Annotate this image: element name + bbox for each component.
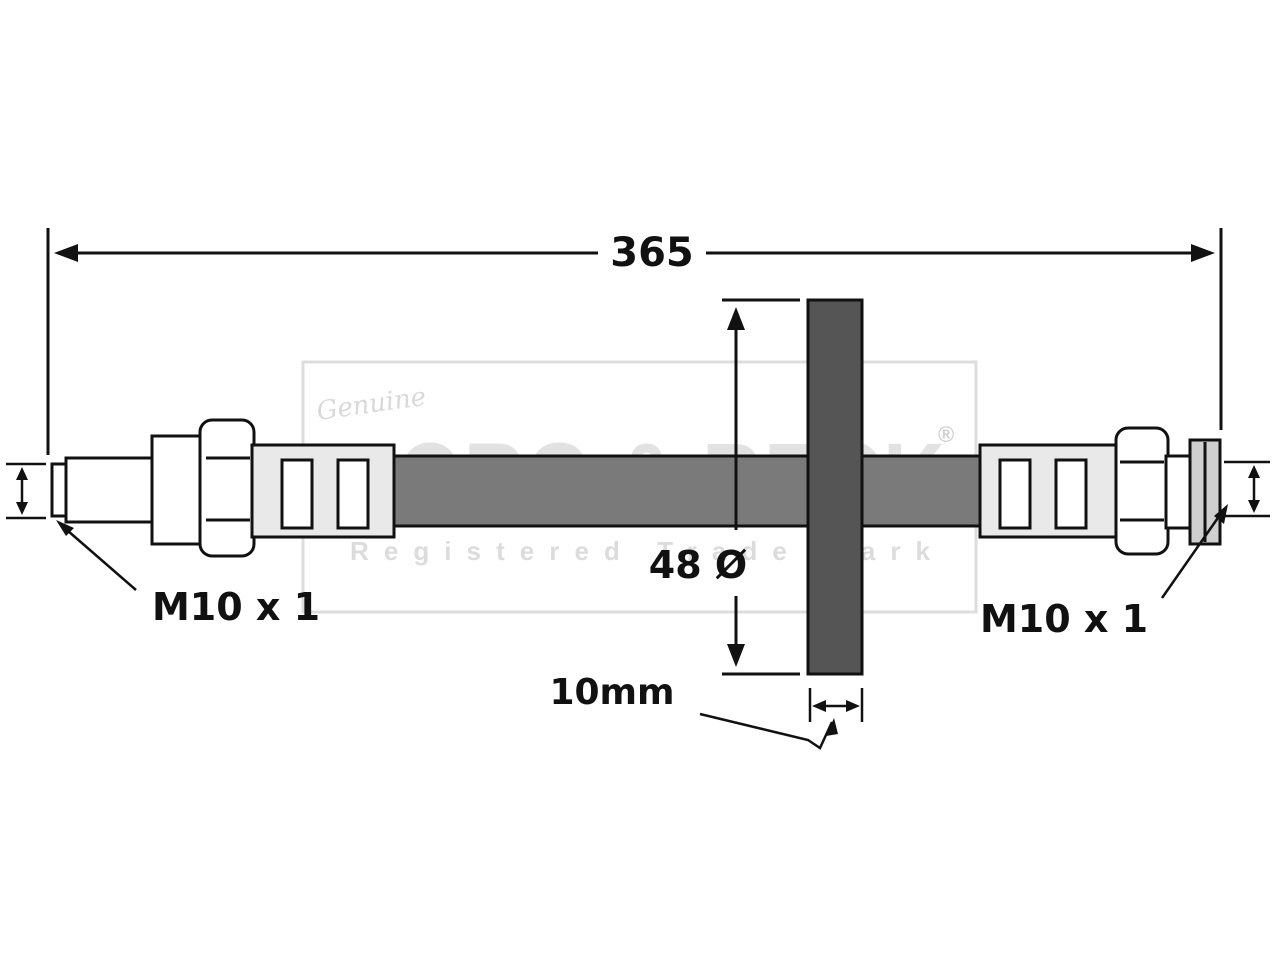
- left-crimp-band-2: [336, 458, 370, 530]
- length-arrow-right: [1191, 244, 1215, 262]
- right-thread-leader-arrow: [1214, 504, 1228, 524]
- left-crimp-band-1: [280, 458, 314, 530]
- left-hex-nut: [198, 418, 256, 558]
- diameter-arrow-top: [727, 307, 745, 330]
- overall-length-dimension: [46, 228, 1223, 455]
- thickness-leader-arrow: [826, 718, 838, 736]
- left-thread-arrow-top: [16, 467, 28, 480]
- right-crimp-band-2: [1054, 458, 1088, 530]
- thickness-arrow-right: [846, 700, 860, 712]
- right-thread-dimension: [1160, 460, 1270, 599]
- overall-length-label: 365: [610, 230, 694, 276]
- right-neck: [1164, 454, 1194, 530]
- watermark-registered-symbol: ®: [938, 422, 954, 447]
- left-crimp-ferrule: [250, 443, 396, 539]
- bracket-thickness-dimension: [699, 688, 864, 750]
- thickness-leader: [699, 712, 834, 750]
- hose-body: [390, 454, 984, 528]
- right-thread-label: M10 x 1: [980, 597, 1148, 641]
- right-hex-nut: [1114, 426, 1170, 556]
- left-fitting: [50, 418, 396, 558]
- bracket-thickness-label: 10mm: [549, 672, 674, 713]
- bracket-diameter-label: 48 Ø: [649, 543, 747, 587]
- mounting-bracket: [806, 298, 864, 676]
- length-arrow-left: [54, 244, 78, 262]
- left-thread-arrow-bottom: [16, 502, 28, 515]
- left-collar: [150, 434, 204, 546]
- left-thread-leader: [59, 523, 137, 591]
- left-thread-dimension: [6, 462, 137, 591]
- diameter-arrow-bottom: [727, 644, 745, 667]
- left-thread-label: M10 x 1: [152, 585, 320, 629]
- right-thread-arrow-top: [1248, 465, 1260, 478]
- right-fitting: [978, 426, 1222, 556]
- bracket-diameter-dimension: [722, 298, 800, 676]
- right-thread-arrow-bottom: [1248, 500, 1260, 513]
- left-thread-leader-arrow: [56, 520, 74, 536]
- right-crimp-band-1: [998, 458, 1032, 530]
- left-male-thread: [64, 456, 156, 524]
- thickness-arrow-left: [812, 700, 826, 712]
- right-thread-leader: [1160, 511, 1224, 599]
